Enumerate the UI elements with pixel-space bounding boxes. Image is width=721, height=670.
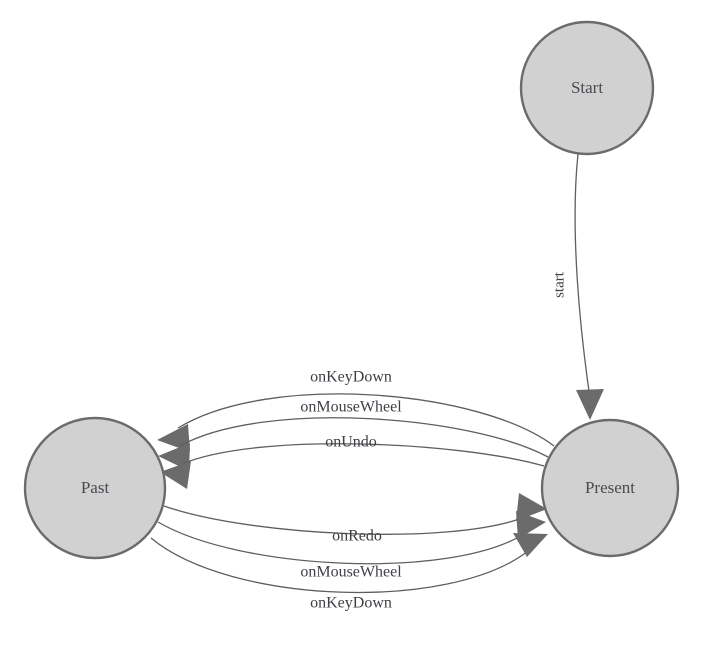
node-past[interactable]: Past	[23, 416, 167, 560]
edge-label-past-present-onkeydown: onKeyDown	[310, 595, 392, 612]
edge-label-past-present-onredo: onRedo	[332, 528, 382, 545]
edge-present-to-past-onundo[interactable]: onUndo	[160, 434, 545, 489]
edge-past-to-present-onredo-path	[163, 505, 526, 535]
edge-past-to-present-onredo[interactable]: onRedo	[163, 493, 547, 545]
edge-past-to-present-onmousewheel-path	[157, 521, 525, 565]
node-start[interactable]: Start	[519, 20, 655, 156]
edge-start-to-present-arrowhead	[576, 389, 604, 420]
edge-past-to-present-onmousewheel-arrowhead	[516, 511, 546, 539]
edge-label-present-past-onkeydown: onKeyDown	[310, 369, 392, 386]
edge-past-to-present-onkeydown-arrowhead	[513, 533, 548, 557]
edge-label-present-past-onmousewheel: onMouseWheel	[300, 399, 402, 416]
node-past-circle	[23, 416, 167, 560]
edge-label-start: start	[551, 271, 567, 298]
edge-present-to-past-onundo-arrowhead	[160, 461, 191, 489]
node-start-circle	[519, 20, 655, 156]
edge-label-present-past-onundo: onUndo	[325, 434, 377, 451]
edge-label-past-present-onmousewheel: onMouseWheel	[300, 564, 402, 581]
edge-present-to-past-onkeydown-path	[177, 393, 555, 447]
node-present-circle	[540, 418, 680, 558]
edge-past-to-present-onkeydown[interactable]: onKeyDown	[150, 533, 548, 612]
edge-past-to-present-onmousewheel[interactable]: onMouseWheel	[157, 511, 546, 581]
edge-start-to-present[interactable]: start	[551, 153, 604, 420]
edge-start-to-present-path	[574, 153, 591, 399]
edge-present-to-past-onmousewheel-path	[179, 417, 549, 458]
edge-past-to-present-onkeydown-path	[150, 537, 529, 594]
node-present[interactable]: Present	[540, 418, 680, 558]
edge-present-to-past-onundo-path	[181, 443, 545, 467]
